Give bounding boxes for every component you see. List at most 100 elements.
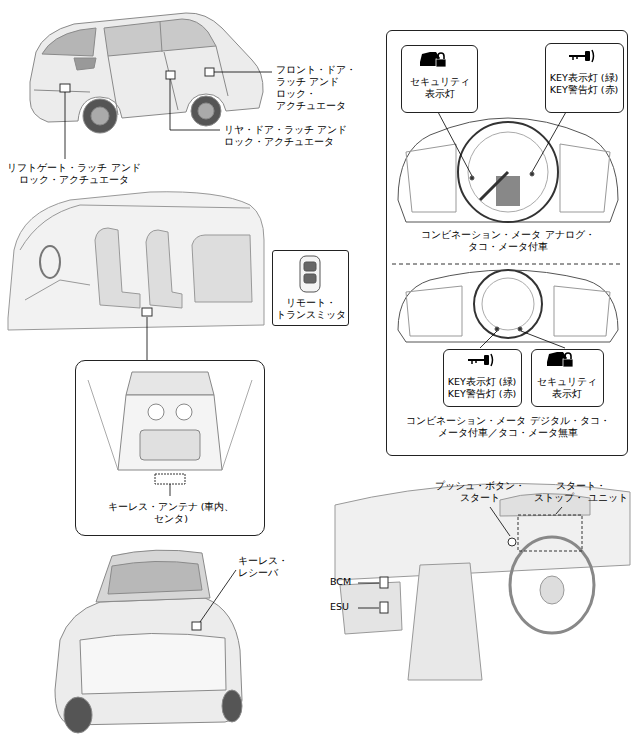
combination-meter-analog	[398, 118, 618, 222]
figure-caption: コンビネーション・メータ デジタル・タコ・メータ付車／タコ・メータ無車	[397, 415, 619, 439]
combination-meter-analog	[470, 176, 474, 180]
component-label: セキュリティ 表示灯	[532, 376, 602, 400]
security-indicator-icon	[420, 52, 446, 67]
figure-caption: コンビネーション・メータ アナログ・タコ・メータ付車	[407, 229, 609, 253]
interior-view	[8, 192, 264, 330]
interior-view	[40, 246, 60, 278]
key-indicator-icon	[573, 56, 577, 60]
security-indicator-icon	[420, 52, 573, 367]
leader-line	[147, 317, 148, 360]
leader-line	[147, 317, 148, 360]
interior-view	[146, 230, 182, 308]
part-label: キーレス・ レシーバ	[238, 555, 290, 579]
interior-view	[142, 308, 152, 316]
separator-line	[392, 264, 622, 265]
dashboard	[380, 577, 388, 588]
leader-line	[532, 112, 566, 172]
component-label: セキュリティ 表示灯	[404, 76, 476, 100]
remote-transmitter	[304, 262, 316, 271]
exterior-car	[198, 103, 214, 119]
combination-meter-digital	[398, 270, 618, 342]
part-label: リヤ・ドア・ラッチ アンド ロック・アクチュエータ	[224, 124, 352, 148]
key-indicator-icon	[569, 50, 594, 62]
rear-car	[80, 633, 226, 694]
combination-meter-analog	[406, 144, 456, 212]
dashboard	[380, 602, 388, 613]
exterior-car	[60, 84, 70, 92]
console-inset	[170, 484, 171, 496]
combination-meter-digital	[518, 327, 522, 331]
leader-line	[358, 507, 562, 608]
console-inset	[126, 372, 214, 395]
exterior-car	[205, 68, 214, 76]
leader-line	[65, 92, 66, 159]
combination-meter-analog	[468, 132, 548, 212]
separator-line	[392, 264, 622, 265]
key-indicator-icon	[468, 50, 594, 366]
leader-line	[490, 507, 510, 536]
combination-meter-analog	[398, 118, 618, 222]
combination-meter-analog	[458, 122, 558, 222]
key-indicator-icon	[585, 51, 590, 61]
exterior-car	[91, 107, 109, 125]
rear-car	[192, 622, 201, 630]
component-label: リモート・ トランスミッタ	[275, 297, 347, 321]
console-inset	[118, 395, 222, 470]
combination-meter-analog	[560, 144, 610, 212]
dashboard	[508, 538, 516, 546]
key-indicator-icon	[484, 355, 489, 365]
leader-line	[214, 72, 272, 73]
part-label: ESU	[330, 601, 356, 613]
exterior-car	[83, 99, 117, 133]
console-inset	[148, 404, 164, 420]
combination-meter-digital	[474, 270, 542, 338]
leader-line	[358, 583, 379, 584]
security-indicator-icon	[547, 352, 573, 367]
rear-car	[222, 690, 242, 722]
component-label: キーレス・アンテナ (車内、センタ)	[106, 501, 236, 525]
combination-meter-analog	[480, 172, 508, 200]
console-inset	[176, 404, 192, 420]
leader-line	[438, 112, 472, 176]
leader-line	[521, 331, 565, 348]
combination-meter-digital	[554, 286, 610, 336]
combination-meter-digital	[482, 278, 534, 330]
remote-transmitter	[300, 256, 320, 292]
interior-view	[25, 280, 90, 300]
interior-view	[95, 228, 140, 308]
component-label: KEY表示灯 (緑) KEY警告灯 (赤)	[444, 376, 520, 400]
key-indicator-icon	[592, 50, 594, 62]
leader-line	[170, 79, 220, 130]
rear-car	[64, 697, 92, 733]
security-indicator-icon	[563, 359, 573, 367]
leader-line	[200, 570, 236, 622]
console-inset	[88, 372, 252, 496]
exterior-car	[74, 58, 96, 70]
console-inset	[140, 430, 200, 460]
indicator-callout: KEY表示灯 (緑) KEY警告灯 (赤)	[545, 43, 624, 113]
dashboard	[540, 576, 564, 604]
remote-transmitter	[300, 256, 320, 292]
console-inset	[155, 474, 185, 484]
part-label: スタート・ストップ・ ユニット	[532, 480, 630, 504]
remote-box: リモート・ トランスミッタ	[272, 250, 349, 326]
combination-meter-digital	[398, 270, 618, 342]
security-indicator-icon	[565, 353, 571, 359]
key-indicator-icon	[491, 354, 493, 366]
leader-line	[556, 507, 562, 514]
indicator-callout: セキュリティ 表示灯	[531, 349, 604, 407]
remote-transmitter	[304, 274, 316, 283]
interior-view	[8, 192, 264, 330]
exterior-car	[166, 71, 175, 79]
dashboard	[340, 582, 402, 634]
key-indicator-icon	[472, 360, 476, 364]
security-indicator-icon	[438, 53, 444, 59]
combination-meter-digital	[406, 286, 462, 336]
leader-line	[358, 608, 379, 609]
dashboard	[518, 515, 582, 551]
part-label: BCM	[330, 576, 356, 588]
indicator-callout: KEY表示灯 (緑) KEY警告灯 (赤)	[443, 349, 522, 407]
interior-view	[192, 235, 252, 302]
component-label: KEY表示灯 (緑) KEY警告灯 (赤)	[546, 72, 622, 96]
